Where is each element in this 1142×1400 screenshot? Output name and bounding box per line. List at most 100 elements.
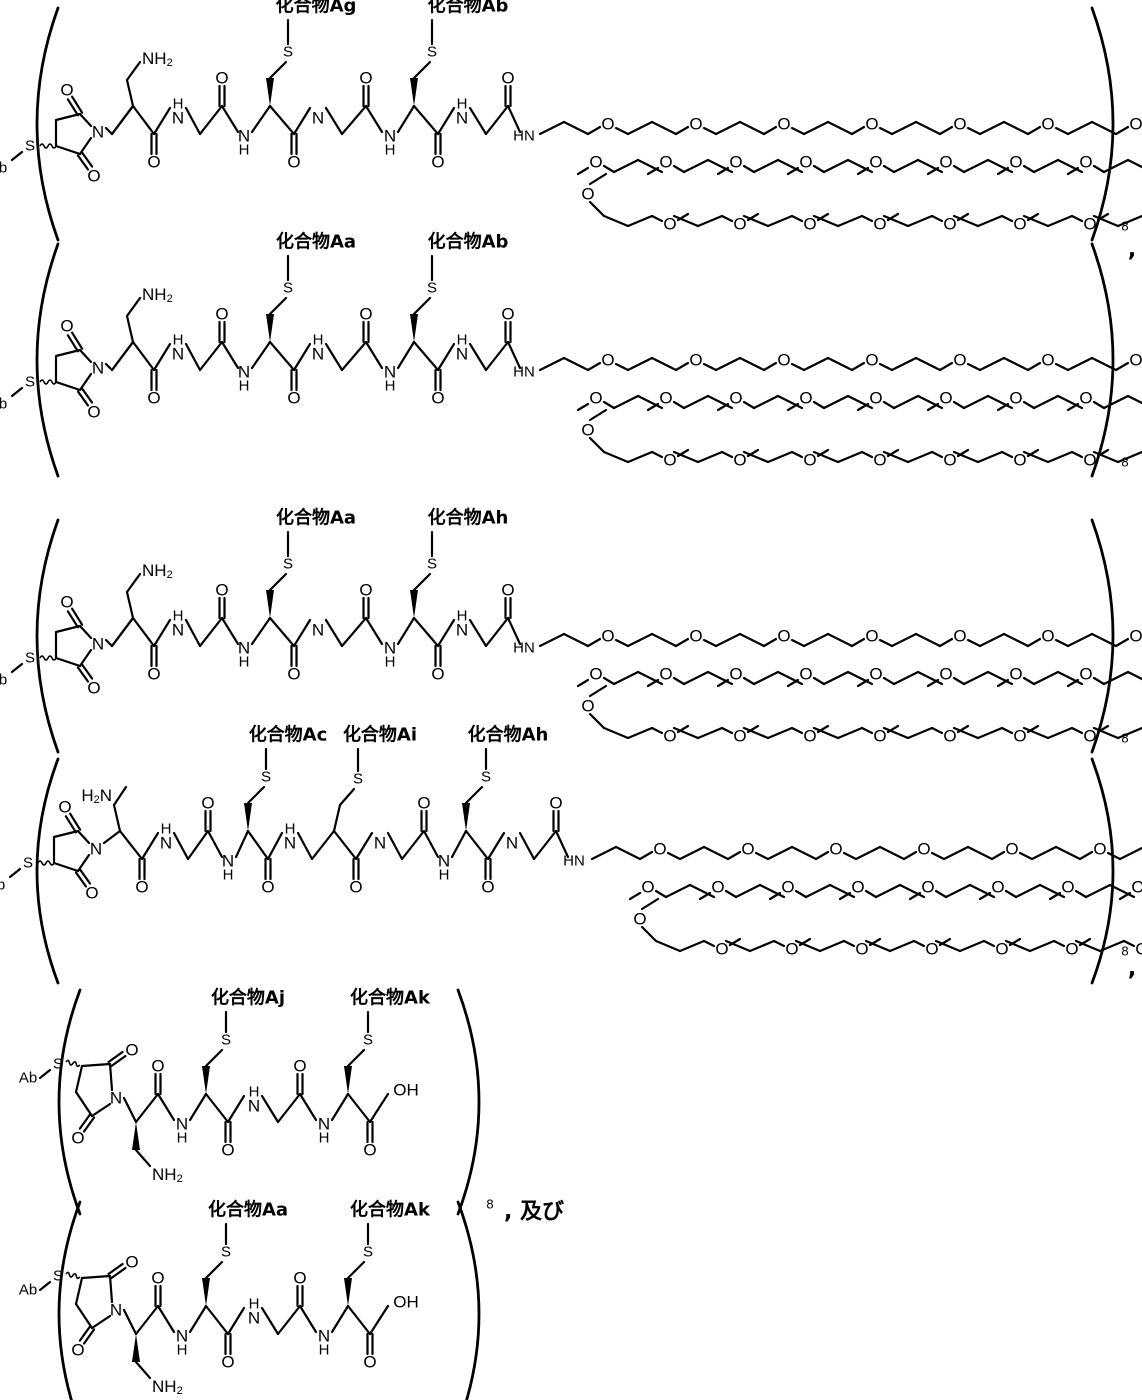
ring-bond xyxy=(76,1066,82,1092)
peg-bond xyxy=(1094,166,1104,172)
oxygen-label: O xyxy=(363,1353,376,1372)
backbone xyxy=(348,1094,370,1122)
stereo-wedge xyxy=(132,1334,140,1362)
peg-bond xyxy=(652,358,676,370)
peg-bond xyxy=(792,640,804,646)
peg-bond xyxy=(954,166,964,172)
amide-h-label: H xyxy=(385,378,396,395)
peg-bond xyxy=(604,452,628,462)
backbone xyxy=(398,618,414,644)
ether-oxygen-label: O xyxy=(601,115,614,134)
peg-bond xyxy=(944,847,968,859)
oxygen-label: O xyxy=(293,1057,306,1076)
peg-bond xyxy=(880,128,892,134)
backbone xyxy=(158,1094,174,1120)
peg-bond xyxy=(616,640,628,646)
peg-bond xyxy=(964,160,988,172)
peg-bond xyxy=(862,216,872,221)
oxygen-label: O xyxy=(359,305,372,324)
backbone xyxy=(206,1094,228,1122)
backbone xyxy=(252,618,270,644)
peg-bond xyxy=(1068,634,1092,646)
peg-bond xyxy=(908,452,932,462)
peg-bond xyxy=(768,728,792,738)
conjugate-structure-s1: OONSAbNH2OHNONHSONONHSOHNOHN化合物Ag化合物AbOO… xyxy=(0,0,1142,268)
peg-bond xyxy=(838,216,862,226)
peg-bond xyxy=(716,634,740,646)
peg-bond xyxy=(764,639,776,646)
peg-bond xyxy=(1028,639,1040,646)
backbone xyxy=(294,620,310,646)
ether-oxygen-label: O xyxy=(1131,878,1142,897)
peg-bond xyxy=(980,358,1004,370)
stereo-wedge xyxy=(266,590,274,618)
peg-bond xyxy=(1080,852,1092,859)
ether-oxygen-label: O xyxy=(869,665,882,684)
peg-bond xyxy=(616,364,628,370)
hydroxyl-label: OH xyxy=(393,1081,419,1100)
backbone xyxy=(106,640,112,646)
amide-h-label: H xyxy=(319,1342,330,1359)
ether-oxygen-label: O xyxy=(1129,627,1142,646)
oxygen-label: O xyxy=(215,305,228,324)
backbone xyxy=(133,342,154,370)
backbone xyxy=(124,1098,136,1122)
peg-bond xyxy=(604,216,628,226)
antibody-label: Ab xyxy=(0,160,7,177)
peg-bond xyxy=(604,728,628,738)
peg-bond xyxy=(914,941,924,946)
peg-bond xyxy=(1024,402,1034,408)
ether-oxygen-label: O xyxy=(711,878,724,897)
backbone xyxy=(200,342,222,370)
open-bracket xyxy=(59,990,80,1214)
oxygen-label: O xyxy=(71,1129,84,1148)
amide-hn-label: HN xyxy=(563,853,585,870)
oxygen-label: O xyxy=(363,1141,376,1160)
peg-bond xyxy=(744,166,754,172)
peg-bond xyxy=(740,634,764,646)
oxygen-label: O xyxy=(215,581,228,600)
sulfur-label: S xyxy=(221,1244,231,1261)
ether-oxygen-label: O xyxy=(689,351,702,370)
peg-bond xyxy=(932,853,944,859)
amide-h-label: H xyxy=(239,142,250,159)
nitrogen-label: N xyxy=(172,109,184,128)
ring-bond xyxy=(78,831,89,843)
peg-bond xyxy=(1004,634,1028,646)
peg-bond xyxy=(564,122,588,134)
peg-bond xyxy=(814,166,824,172)
peg-bond xyxy=(578,168,588,174)
peg-bond xyxy=(824,672,848,684)
peg-bond xyxy=(1048,216,1072,226)
side-chain xyxy=(127,574,140,592)
peg-bond xyxy=(642,899,658,909)
ether-oxygen-label: O xyxy=(581,185,594,204)
peg-bond xyxy=(628,452,652,462)
peg-bond xyxy=(894,396,918,408)
peg-bond xyxy=(1104,160,1128,172)
ether-oxygen-label: O xyxy=(659,153,672,172)
peg-bond xyxy=(764,127,776,134)
oxygen-label: O xyxy=(417,794,430,813)
peg-bond xyxy=(940,127,952,134)
backbone xyxy=(470,344,486,370)
peg-bond xyxy=(894,672,918,684)
side-chain xyxy=(270,298,286,314)
peg-bond xyxy=(1002,452,1012,457)
sulfur-label: S xyxy=(25,374,35,391)
conjugate-structure-s3: OONSAbNH2OHNONHSONONHSOHNOHN化合物Aa化合物AhOO… xyxy=(0,507,1142,780)
ring-bond xyxy=(82,1276,110,1278)
oxygen-label: O xyxy=(501,69,514,88)
peg-bond xyxy=(704,128,716,134)
nitrogen-label: N xyxy=(456,621,468,640)
peg-bond xyxy=(630,893,640,899)
ether-oxygen-label: O xyxy=(589,389,602,408)
peg-bond xyxy=(652,216,662,221)
backbone xyxy=(438,620,454,646)
peg-bond xyxy=(954,678,964,684)
side-chain xyxy=(340,789,354,805)
peg-bond xyxy=(1004,122,1028,134)
peg-bond xyxy=(652,122,676,134)
ether-oxygen-label: O xyxy=(865,351,878,370)
peg-bond xyxy=(978,216,1002,226)
